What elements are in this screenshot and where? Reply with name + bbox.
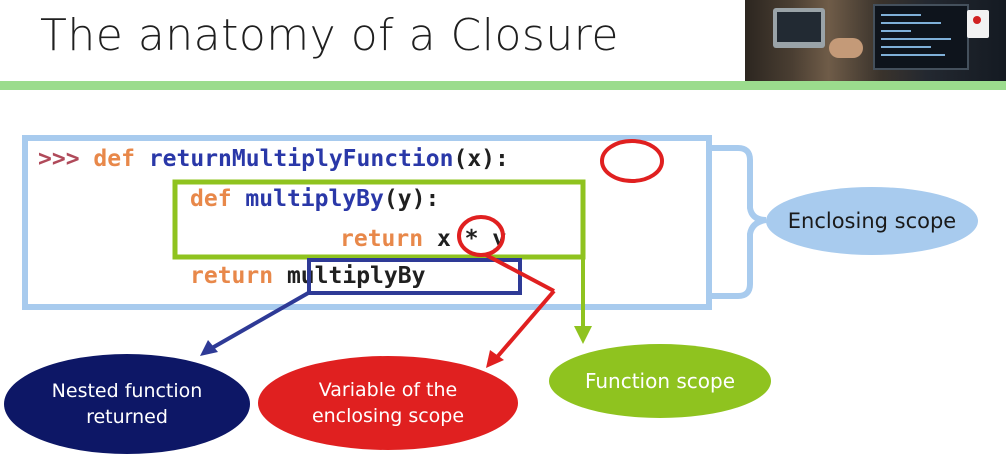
- variable-arrow-1: [485, 253, 555, 293]
- keyword-return: return: [190, 263, 274, 289]
- title-divider: [0, 81, 1006, 90]
- inner-param: y: [397, 186, 412, 212]
- inner-function-name: multiplyBy: [245, 186, 384, 212]
- nested-arrowhead: [200, 340, 218, 356]
- keyword-return: return: [340, 226, 424, 252]
- closure-variable-circle: [457, 215, 505, 257]
- code-line-3: return x * y: [340, 226, 507, 252]
- enclosing-scope-box: [22, 135, 712, 310]
- outer-param-circle: [600, 139, 664, 183]
- nested-function-label: Nested function returned: [4, 354, 250, 454]
- variable-label: Variable of the enclosing scope: [258, 356, 518, 450]
- page-title: The anatomy of a Closure: [40, 10, 619, 61]
- keyword-def: def: [190, 186, 232, 212]
- prompt: >>>: [38, 146, 80, 172]
- function-scope-arrowhead: [574, 326, 592, 344]
- code-line-1: >>> def returnMultiplyFunction(x):: [38, 146, 509, 172]
- variable-arrowhead: [486, 350, 504, 368]
- enclosing-brace: [712, 145, 767, 299]
- outer-param: x: [467, 146, 482, 172]
- outer-function-name: returnMultiplyFunction: [148, 146, 454, 172]
- nested-arrow-line: [211, 290, 311, 350]
- nested-function-box: [307, 258, 522, 295]
- code-line-2: def multiplyBy(y):: [190, 186, 440, 212]
- closure-variable: x: [436, 226, 451, 252]
- keyword-def: def: [93, 146, 135, 172]
- function-scope-label: Function scope: [549, 344, 771, 418]
- laptop-photo: [745, 0, 1006, 81]
- variable-arrow-2: [496, 289, 556, 358]
- function-scope-box: [172, 179, 586, 260]
- enclosing-scope-label: Enclosing scope: [766, 187, 978, 255]
